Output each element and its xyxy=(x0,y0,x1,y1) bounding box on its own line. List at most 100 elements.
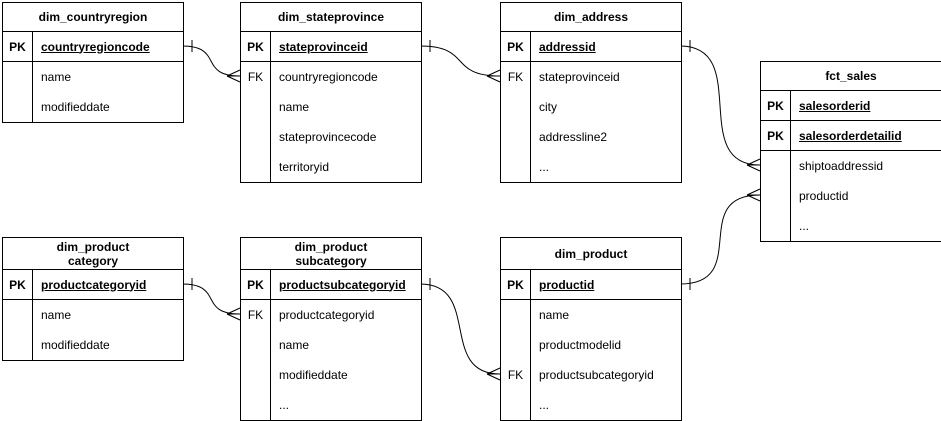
field-row-modifieddate[interactable]: modifieddate xyxy=(241,360,421,390)
crow-foot-icon xyxy=(746,158,761,172)
key-badge xyxy=(501,390,531,420)
connector-dim_address-to-fct_sales[interactable] xyxy=(679,40,761,172)
connector-wire[interactable] xyxy=(679,45,761,166)
field-name: name xyxy=(539,308,570,322)
pk-row-addressid[interactable]: PK addressid xyxy=(501,32,681,62)
entity-title: dim_address xyxy=(501,3,681,32)
connector-wire[interactable] xyxy=(181,45,241,77)
field-row-productsubcategoryid[interactable]: FK productsubcategoryid xyxy=(501,360,681,390)
field-row-modifieddate[interactable]: modifieddate xyxy=(3,92,183,122)
key-badge: PK xyxy=(3,270,33,299)
connector-dim_productsubcategory-to-dim_product[interactable] xyxy=(419,278,501,381)
key-badge: FK xyxy=(501,62,531,92)
key-badge: FK xyxy=(241,62,271,92)
field-row-etcetcetc[interactable]: ... xyxy=(501,390,681,420)
field-name: ... xyxy=(539,398,550,412)
field-row-productmodelid[interactable]: productmodelid xyxy=(501,330,681,360)
field-row-stateprovincecode[interactable]: stateprovincecode xyxy=(241,122,421,152)
pk-row-stateprovinceid[interactable]: PK stateprovinceid xyxy=(241,32,421,62)
field-name: territoryid xyxy=(279,160,330,174)
connector-wire[interactable] xyxy=(181,283,241,315)
key-badge: PK xyxy=(761,121,791,150)
field-name: ... xyxy=(279,398,290,412)
field-row-name[interactable]: name xyxy=(501,300,681,330)
field-row-addressline2[interactable]: addressline2 xyxy=(501,122,681,152)
field-row-etcetcetc[interactable]: ... xyxy=(501,152,681,182)
field-name: productcategoryid xyxy=(41,277,147,292)
key-badge: FK xyxy=(501,360,531,390)
key-badge: PK xyxy=(501,270,531,299)
field-name: addressid xyxy=(539,39,596,54)
field-name: stateprovinceid xyxy=(279,39,368,54)
field-name: name xyxy=(279,338,310,352)
field-row-productid[interactable]: productid xyxy=(761,181,941,211)
key-badge xyxy=(3,92,33,122)
field-name: name xyxy=(41,308,72,322)
field-name: stateprovinceid xyxy=(539,70,620,84)
field-name: modifieddate xyxy=(279,368,348,382)
field-name: name xyxy=(279,100,310,114)
field-row-modifieddate[interactable]: modifieddate xyxy=(3,330,183,360)
entity-title: dim_product xyxy=(501,238,681,270)
connector-wire[interactable] xyxy=(419,45,501,77)
key-badge xyxy=(501,122,531,152)
pk-row-productcategoryid[interactable]: PK productcategoryid xyxy=(3,270,183,300)
key-badge: PK xyxy=(241,32,271,61)
field-name: name xyxy=(41,70,72,84)
connector-dim_product-to-fct_sales[interactable] xyxy=(679,188,761,290)
key-badge xyxy=(3,330,33,360)
field-row-etcetcetc[interactable]: ... xyxy=(241,390,421,420)
field-row-shiptoaddressid[interactable]: shiptoaddressid xyxy=(761,151,941,181)
key-badge xyxy=(761,211,791,241)
entity-title: fct_sales xyxy=(761,62,941,91)
field-row-name[interactable]: name xyxy=(3,300,183,330)
key-badge: PK xyxy=(761,91,791,120)
key-badge: PK xyxy=(3,32,33,61)
field-row-name[interactable]: name xyxy=(241,330,421,360)
entity-title: dim_product category xyxy=(3,238,183,270)
field-name: modifieddate xyxy=(41,338,110,352)
field-row-etcetcetc[interactable]: ... xyxy=(761,211,941,241)
field-row-name[interactable]: name xyxy=(3,62,183,92)
field-name: productmodelid xyxy=(539,338,622,352)
field-row-territoryid[interactable]: territoryid xyxy=(241,152,421,182)
field-row-countryregioncode[interactable]: FK countryregioncode xyxy=(241,62,421,92)
field-row-city[interactable]: city xyxy=(501,92,681,122)
connector-dim_stateprovince-to-dim_address[interactable] xyxy=(419,40,501,83)
key-badge xyxy=(241,92,271,122)
field-name: countryregioncode xyxy=(279,70,378,84)
key-badge: PK xyxy=(501,32,531,61)
field-row-stateprovinceid[interactable]: FK stateprovinceid xyxy=(501,62,681,92)
pk-row-salesorderid[interactable]: PK salesorderid xyxy=(761,91,941,121)
key-badge xyxy=(761,151,791,181)
entity-title: dim_stateprovince xyxy=(241,3,421,32)
field-name: salesorderid xyxy=(799,98,871,113)
field-name: productsubcategoryid xyxy=(539,368,654,382)
field-name: modifieddate xyxy=(41,100,110,114)
key-badge: FK xyxy=(241,300,271,330)
key-badge xyxy=(3,300,33,330)
connector-wire[interactable] xyxy=(679,194,761,285)
field-name: stateprovincecode xyxy=(279,130,377,144)
connector-dim_productcategory-to-dim_productsubcategory[interactable] xyxy=(181,278,241,321)
connector-dim_countryregion-to-dim_stateprovince[interactable] xyxy=(181,40,241,83)
key-badge xyxy=(761,181,791,211)
field-row-name[interactable]: name xyxy=(241,92,421,122)
connector-wire[interactable] xyxy=(419,283,501,375)
key-badge xyxy=(241,330,271,360)
key-badge xyxy=(241,152,271,182)
crow-foot-icon xyxy=(486,367,501,381)
